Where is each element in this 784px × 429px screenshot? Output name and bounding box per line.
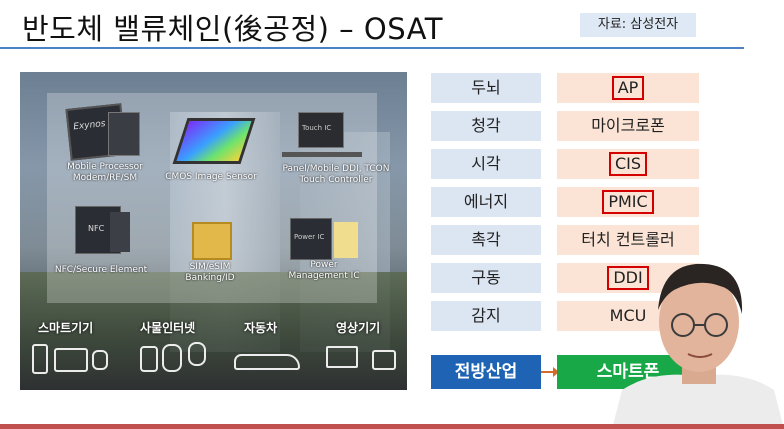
right-arrow-icon (541, 367, 559, 377)
category-video-devices: 영상기기 (336, 321, 381, 335)
panel-icon (282, 152, 362, 157)
highlighted-device: AP (611, 76, 645, 100)
exynos-brand: Exynos (72, 118, 106, 133)
tablet-icon (54, 348, 88, 372)
device-cell: AP (557, 73, 699, 103)
bottom-accent-bar (0, 424, 784, 429)
sense-cell: 청각 (431, 111, 541, 141)
tv-icon (326, 346, 358, 368)
source-label: 자료: 삼성전자 (580, 13, 696, 37)
device-cell: PMIC (557, 187, 699, 217)
phone-icon (32, 344, 48, 374)
speaker-icon (140, 346, 158, 372)
chip-label: CMOS Image Sensor (165, 172, 257, 182)
power-ic-icon: Power IC (290, 218, 332, 260)
category-automotive: 자동차 (244, 321, 278, 335)
highlighted-device: PMIC (602, 190, 654, 214)
camera-icon (162, 344, 182, 372)
processor-chip-icon (108, 112, 140, 156)
device-cell: CIS (557, 149, 699, 179)
device-cell: 마이크로폰 (557, 111, 699, 141)
sense-cell: 시각 (431, 149, 541, 179)
power-ic-brand: Power IC (294, 233, 325, 241)
sim-chip-icon (192, 222, 232, 260)
sense-cell: 에너지 (431, 187, 541, 217)
chip-label: Panel/Mobile DDI, TCON Touch Controller (282, 164, 390, 185)
power-ic-icon (334, 222, 358, 258)
category-iot: 사물인터넷 (140, 321, 196, 335)
device-cell: 터치 컨트롤러 (557, 225, 699, 255)
title-divider (0, 47, 744, 49)
touch-ic-brand: Touch IC (302, 124, 332, 132)
front-industry-box: 전방산업 (431, 355, 541, 389)
slide-title: 반도체 밸류체인(後공정) – OSAT (22, 12, 443, 46)
car-icon (234, 354, 300, 370)
bulb-icon (188, 342, 206, 366)
chip-label: Power Management IC (288, 260, 360, 281)
chip-label: Mobile Processor Modem/RF/SM (67, 162, 143, 183)
watch-icon (92, 350, 108, 370)
touch-ic-icon: Touch IC (298, 112, 344, 148)
chip-label: NFC/Secure Element (54, 265, 148, 275)
sense-cell: 감지 (431, 301, 541, 331)
sense-cell: 두뇌 (431, 73, 541, 103)
highlighted-device: DDI (607, 266, 649, 290)
category-smart-devices: 스마트기기 (38, 321, 94, 335)
nfc-chip-icon (110, 212, 130, 252)
highlighted-device: CIS (608, 152, 648, 176)
semiconductor-application-image: Exynos Mobile Processor Modem/RF/SM CMOS… (20, 72, 407, 390)
sense-cell: 촉각 (431, 225, 541, 255)
camera-device-icon (372, 350, 396, 370)
chip-label: SIM/eSIM Banking/ID (185, 262, 235, 283)
presenter-webcam (612, 263, 784, 429)
sense-cell: 구동 (431, 263, 541, 293)
nfc-brand: NFC (88, 224, 105, 233)
